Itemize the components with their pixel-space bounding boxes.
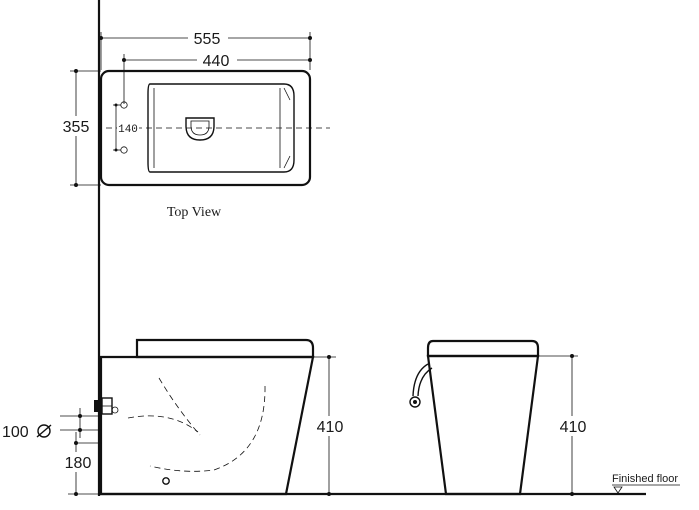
- top-view-caption: Top View: [167, 205, 222, 220]
- side-view-lid: [135, 338, 315, 359]
- side-view-outlet: [162, 477, 170, 485]
- top-view-seat-outline: [147, 83, 295, 173]
- finished-floor-label: Finished floor: [612, 473, 678, 485]
- front-view-lid: [426, 339, 540, 358]
- dim-410-front-label: 410: [560, 419, 587, 436]
- dimension-side-height: 410: [312, 355, 348, 496]
- dim-140-label: 140: [118, 124, 138, 136]
- dimension-body-width: 440: [122, 50, 312, 104]
- side-view-trap: [158, 377, 201, 436]
- dimension-depth: 355: [58, 69, 101, 187]
- dimension-total-width: 555: [99, 27, 312, 70]
- side-view: 100 180 410: [2, 338, 348, 496]
- dim-180-label: 180: [65, 455, 92, 472]
- dimension-front-height: 410: [538, 354, 591, 496]
- top-view-outlet: [185, 117, 215, 141]
- dimension-outlet-height: 180: [60, 432, 102, 496]
- front-view: 410 Finished floor: [409, 339, 680, 496]
- floor-marker-icon: [613, 486, 623, 494]
- dim-355-label: 355: [63, 119, 90, 136]
- side-view-body: [99, 355, 315, 496]
- bottom-inlet-hole: [120, 146, 128, 154]
- dim-440-label: 440: [203, 53, 230, 70]
- dim-410-side-label: 410: [317, 419, 344, 436]
- side-view-inlet-fitting: [94, 397, 119, 415]
- front-view-hose-valve: [409, 396, 421, 408]
- dimension-inlet-offset: 100: [2, 408, 102, 441]
- front-view-water-hose: [412, 363, 429, 397]
- top-view: 555 440 355: [58, 27, 330, 220]
- dim-100-label: 100: [2, 424, 29, 441]
- diameter-symbol-icon: [36, 424, 52, 438]
- front-view-body: [426, 354, 540, 496]
- dim-555-label: 555: [194, 31, 221, 48]
